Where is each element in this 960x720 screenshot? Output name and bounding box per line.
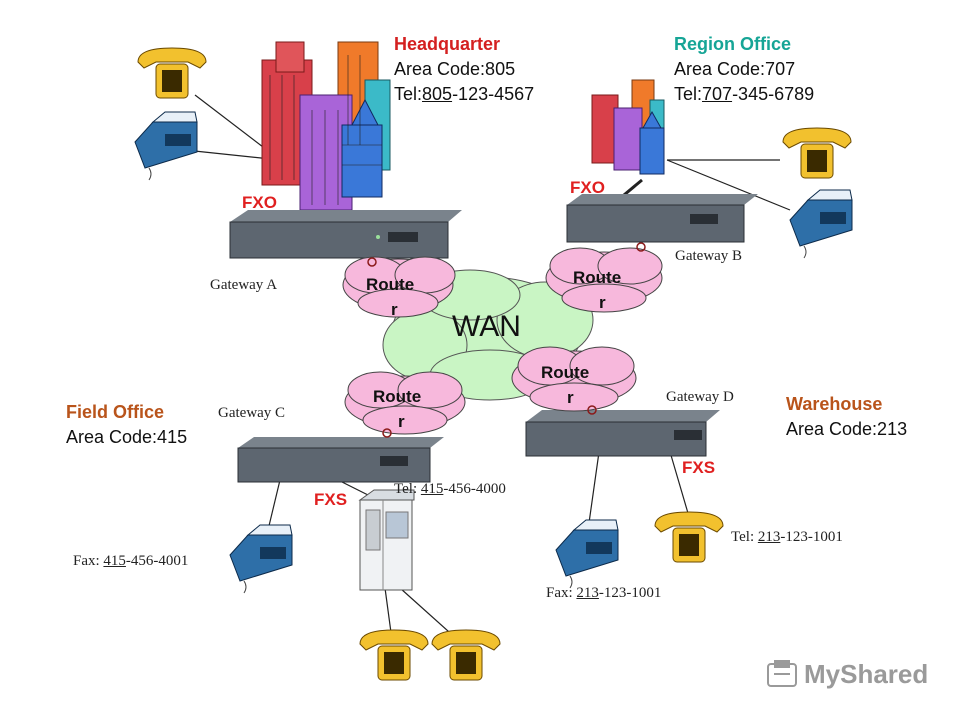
router-label-line2: r — [398, 412, 405, 431]
router-top-right: Route r — [545, 242, 663, 313]
fxo-port-label-b: FXO — [570, 178, 605, 197]
warehouse-area-code: Area Code:213 — [786, 419, 908, 439]
phone-icon-warehouse — [654, 511, 724, 563]
field-office-tel-number: Tel: 415-456-4000 — [394, 481, 506, 498]
tel-prefix: Tel: — [394, 84, 423, 104]
gateway-c-label: Gateway C — [218, 405, 286, 421]
fax-icon-hq — [134, 111, 198, 181]
fax-area-code: 415 — [103, 553, 126, 569]
warehouse-title-text: Warehouse — [786, 394, 883, 414]
region-office-tel: Tel:707-345-6789 — [674, 84, 814, 105]
region-office-area-code: Area Code:707 — [674, 59, 796, 79]
tel-number: -123-1001 — [780, 529, 843, 545]
tel-prefix: Tel: — [394, 481, 421, 497]
phone-icon-field-2 — [431, 629, 501, 681]
fxs-port-label-c: FXS — [314, 490, 348, 509]
router-label-line2: r — [567, 388, 574, 407]
phone-icon-field-1 — [359, 629, 429, 681]
tel-number: -123-4567 — [452, 84, 535, 104]
phone-icon-hq — [137, 47, 207, 99]
tel-area-code: 415 — [420, 481, 444, 497]
tel-area-code: 213 — [757, 529, 781, 545]
fax-prefix: Fax: — [546, 585, 577, 601]
gateway-c-device-icon — [237, 437, 444, 483]
gateway-a-label: Gateway A — [210, 277, 278, 293]
watermark-text: MyShared — [804, 659, 929, 689]
router-top-left: Route r — [342, 256, 456, 319]
field-office-area-code: Area Code:415 — [66, 427, 188, 447]
fax-number: -123-1001 — [598, 585, 662, 601]
headquarter-buildings-icon — [261, 41, 391, 211]
router-bottom-left: Route r — [344, 371, 466, 438]
field-office-title: Field Office — [66, 402, 164, 423]
gateway-b-device-icon — [566, 194, 758, 243]
myshared-logo-icon — [767, 660, 797, 687]
router-label-line1: Route — [366, 275, 414, 294]
gateway-d-device-icon — [525, 410, 720, 457]
warehouse-title: Warehouse — [786, 394, 882, 415]
gateway-d-label: Gateway D — [666, 389, 734, 405]
pbx-cabinet-icon — [358, 489, 415, 591]
warehouse-fax-number: Fax: 213-123-1001 — [546, 585, 661, 602]
wan-label: WAN — [452, 310, 521, 343]
fax-number: -456-4001 — [125, 553, 189, 569]
gateway-a-device-icon — [229, 210, 462, 259]
fax-icon-region — [789, 189, 853, 259]
tel-area-code: 805 — [422, 84, 453, 104]
headquarter-tel: Tel:805-123-4567 — [394, 84, 534, 105]
tel-area-code: 707 — [702, 84, 733, 104]
fax-icon-warehouse — [555, 519, 619, 589]
fxo-port-label-a: FXO — [242, 193, 277, 212]
router-label-line1: Route — [573, 268, 621, 287]
region-office-buildings-icon — [591, 79, 665, 175]
phone-icon-region — [782, 127, 852, 179]
tel-number: -345-6789 — [732, 84, 815, 104]
router-label-line1: Route — [541, 363, 589, 382]
fax-area-code: 213 — [576, 585, 599, 601]
region-office-title: Region Office — [674, 34, 791, 55]
router-bottom-right: Route r — [511, 346, 637, 415]
region-office-title-text: Region Office — [674, 34, 792, 54]
tel-number: -456-4000 — [443, 481, 506, 497]
tel-prefix: Tel: — [731, 529, 758, 545]
warehouse-tel-number: Tel: 213-123-1001 — [731, 529, 843, 546]
tel-prefix: Tel: — [674, 84, 703, 104]
headquarter-title-text: Headquarter — [394, 34, 501, 54]
field-office-fax-number: Fax: 415-456-4001 — [73, 553, 188, 570]
fax-prefix: Fax: — [73, 553, 104, 569]
headquarter-title: Headquarter — [394, 34, 500, 55]
router-label-line2: r — [599, 293, 606, 312]
fxs-port-label-d: FXS — [682, 458, 716, 477]
fax-icon-field — [229, 524, 293, 594]
router-label-line2: r — [391, 300, 398, 319]
field-office-title-text: Field Office — [66, 402, 165, 422]
gateway-b-label: Gateway B — [675, 248, 743, 264]
headquarter-area-code: Area Code:805 — [394, 59, 516, 79]
router-label-line1: Route — [373, 387, 421, 406]
